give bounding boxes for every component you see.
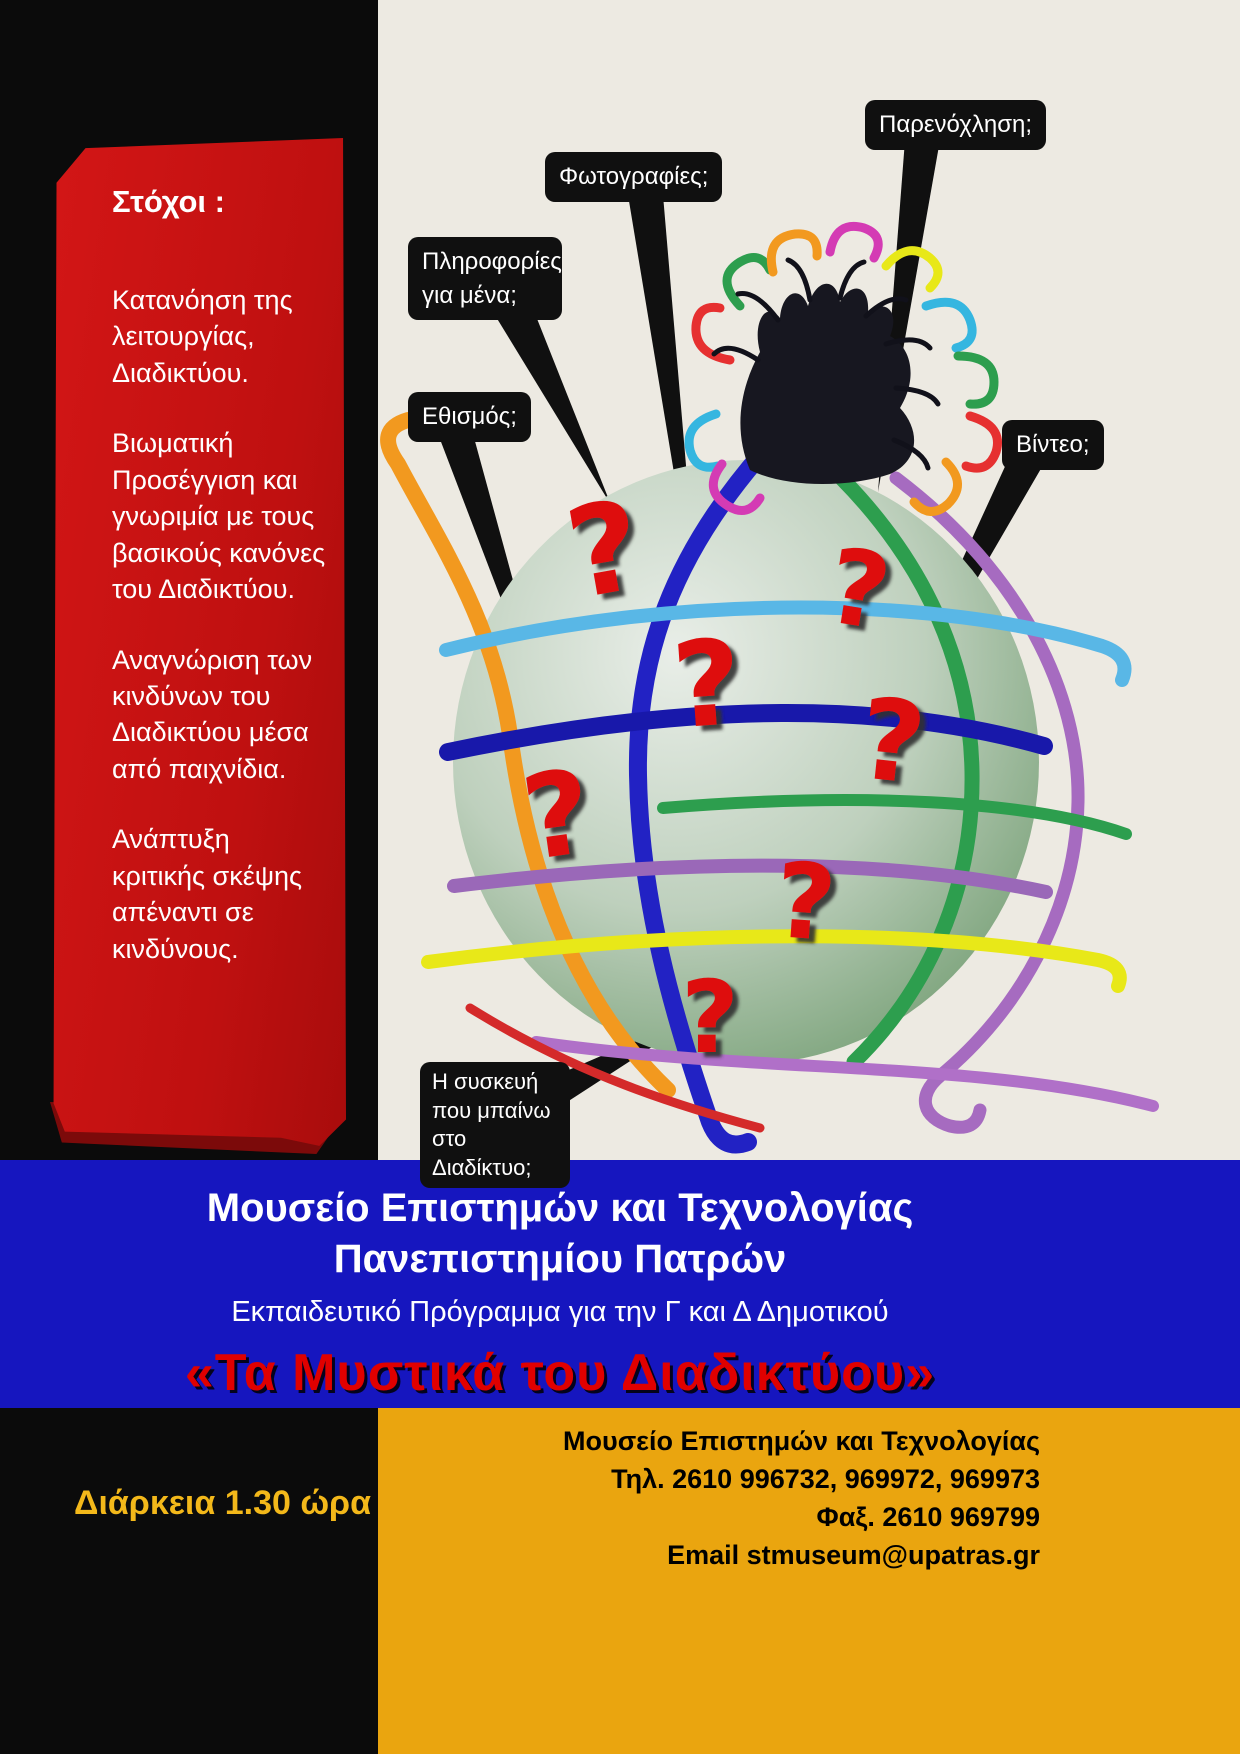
footer-contact-area: Μουσείο Επιστημών και Τεχνολογίας Τηλ. 2… [378, 1408, 1240, 1754]
contact-phone: Τηλ. 2610 996732, 969972, 969973 [611, 1464, 1040, 1494]
callout-harassment-label: Παρενόχληση; [879, 111, 1033, 138]
info-band: Μουσείο Επιστημών και Τεχνολογίας Πανεπι… [0, 1160, 1240, 1408]
question-mark: ? [681, 959, 739, 1076]
callout-photos: Φωτογραφίες; [545, 152, 723, 202]
goals-title: Στόχοι : [112, 184, 225, 219]
callout-personal-info: Πληροφορίες για μένα; [408, 237, 562, 321]
goal-item: Αναγνώριση των κινδύνων του Διαδικτύου μ… [112, 644, 313, 784]
tentacle-curl [708, 459, 765, 515]
tentacle-curl [961, 411, 1002, 473]
goal-item: Ανάπτυξη κριτικής σκέψης απέναντι σε κιν… [112, 824, 303, 964]
tentacle-curl [722, 253, 775, 311]
tentacle-curl [921, 297, 977, 353]
goal-item: Κατανόηση της λειτουργίας, Διαδικτύου. [112, 285, 293, 388]
creature-hair [711, 257, 941, 471]
contact-museum: Μουσείο Επιστημών και Τεχνολογίας [563, 1426, 1040, 1456]
tentacle-curl [766, 229, 822, 277]
globe-ribbons [380, 412, 1159, 1154]
goal-item: Βιωματική Προσέγγιση και γνωριμία με του… [112, 428, 326, 605]
goals-panel-background [53, 138, 346, 1146]
question-marks: ? ? ? ? ? ? ? [515, 473, 931, 1076]
goals-content: Στόχοι : Κατανόηση της λειτουργίας, Διαδ… [112, 184, 330, 1001]
internet-globe-illustration: ? ? ? ? ? ? ? [380, 140, 1159, 1154]
tentacle-curl [953, 351, 999, 409]
callout-video: Βίντεο; [1002, 420, 1104, 470]
tentacle-curl [825, 222, 883, 263]
callout-photos-label: Φωτογραφίες; [559, 163, 709, 190]
callout-device-label: Η συσκευή που μπαίνω στο Διαδίκτυο; [432, 1069, 551, 1180]
program-subtitle: Εκπαιδευτικό Πρόγραμμα για την Γ και Δ Δ… [231, 1296, 889, 1328]
question-mark: ? [771, 839, 840, 965]
creature-graphic [684, 222, 1002, 516]
tail-personal-info [493, 296, 611, 505]
callout-personal-info-label: Πληροφορίες για μένα; [422, 248, 562, 309]
callout-harassment: Παρενόχληση; [865, 100, 1047, 150]
creature-body [740, 283, 915, 485]
illustration-area: ? ? ? ? ? ? ? Παρενόχληση; Φωτογραφίες; … [378, 0, 1240, 1189]
footer-duration-area: Διάρκεια 1.30 ώρα [0, 1408, 378, 1754]
contact-email: Email stmuseum@upatras.gr [667, 1540, 1040, 1570]
tentacle-curl [909, 457, 962, 516]
goals-panel: Στόχοι : Κατανόηση της λειτουργίας, Διαδ… [50, 138, 346, 1154]
museum-university: Πανεπιστημίου Πατρών [333, 1237, 787, 1281]
program-title: «Τα Μυστικά του Διαδικτύου» [184, 1344, 936, 1402]
callout-device: Η συσκευή που μπαίνω στο Διαδίκτυο; [420, 1062, 570, 1189]
duration-text: Διάρκεια 1.30 ώρα [74, 1484, 371, 1522]
museum-name: Μουσείο Επιστημών και Τεχνολογίας [206, 1186, 914, 1230]
contact-fax: Φαξ. 2610 969799 [816, 1502, 1040, 1532]
tentacle-curl [881, 246, 943, 293]
question-mark: ? [668, 613, 746, 755]
callout-video-label: Βίντεο; [1016, 431, 1090, 458]
callout-addiction-label: Εθισμός; [422, 403, 517, 430]
question-mark: ? [853, 674, 931, 810]
tentacle-curl [684, 409, 723, 472]
callout-addiction: Εθισμός; [408, 392, 531, 442]
